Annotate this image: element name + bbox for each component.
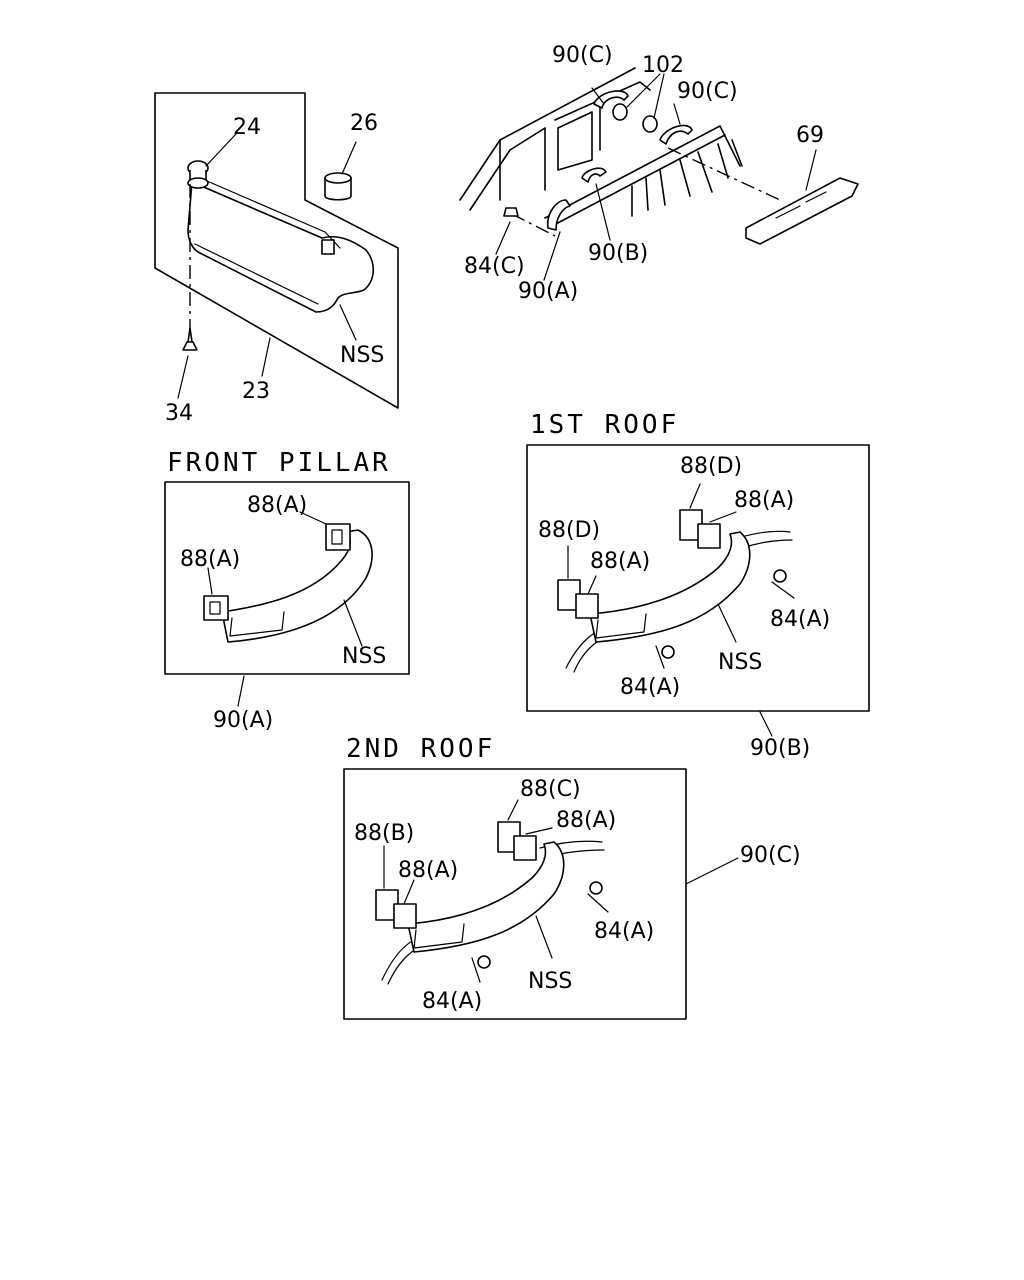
front-pillar-grab-handle <box>221 529 373 643</box>
second-roof-box <box>343 768 687 1020</box>
label-1r-88d-left: 88(D) <box>538 518 600 543</box>
label-fp-90a: 90(A) <box>213 708 273 733</box>
label-26: 26 <box>350 111 378 136</box>
roof-overview: 90(C) 102 90(C) 69 84(C) 90(B) 90(A) <box>459 43 859 304</box>
clip-88a-1r-right <box>697 523 721 549</box>
label-fp-88a-left: 88(A) <box>180 547 240 572</box>
first-roof-box <box>526 444 870 712</box>
visor-panel-outline <box>154 92 399 409</box>
label-1r-84a-right: 84(A) <box>770 607 830 632</box>
sun-visor-group: 24 26 34 23 NSS <box>154 92 399 426</box>
handle-90a <box>546 199 571 231</box>
second-roof-title: 2ND ROOF <box>346 734 495 764</box>
label-fp-88a-right: 88(A) <box>247 493 307 518</box>
handle-90c-1 <box>593 90 629 109</box>
clip-88a-right <box>325 523 351 551</box>
cap-102-b <box>642 115 658 133</box>
label-roof-90b: 90(B) <box>588 241 648 266</box>
label-1r-88a-left: 88(A) <box>590 549 650 574</box>
label-visor-nss: NSS <box>340 343 384 368</box>
bolt-84a-2r-bottom <box>477 955 491 969</box>
label-1r-nss: NSS <box>718 650 762 675</box>
visor-clip-24 <box>187 160 209 189</box>
label-1r-88a-right: 88(A) <box>734 488 794 513</box>
label-2r-nss: NSS <box>528 969 572 994</box>
label-1r-88d-right: 88(D) <box>680 454 742 479</box>
label-2r-84a-right: 84(A) <box>594 919 654 944</box>
label-23: 23 <box>242 379 270 404</box>
label-84c: 84(C) <box>464 254 525 279</box>
label-roof-90c-right: 90(C) <box>677 79 738 104</box>
visor-hinge <box>321 239 335 255</box>
second-roof-group: 2ND ROOF 88(B) 88(A) 88(C) 88(A) 84(A) N… <box>343 734 801 1020</box>
clip-88a-left <box>203 595 229 621</box>
bolt-84c <box>503 207 519 217</box>
label-2r-88b: 88(B) <box>354 821 414 846</box>
label-2r-88c: 88(C) <box>520 777 581 802</box>
sun-visor <box>187 181 375 313</box>
label-roof-90a: 90(A) <box>518 279 578 304</box>
front-pillar-group: FRONT PILLAR 88(A) 88(A) NSS 90(A) <box>164 448 410 733</box>
screw-34 <box>182 327 198 351</box>
label-34: 34 <box>165 401 193 426</box>
label-fp-nss: NSS <box>342 644 386 669</box>
bolt-84a-2r-right <box>589 881 603 895</box>
label-2r-88a-right: 88(A) <box>556 808 616 833</box>
clip-88a-2r-left <box>393 903 417 929</box>
visor-holder-26 <box>324 172 352 201</box>
label-roof-90c-left: 90(C) <box>552 43 613 68</box>
label-1r-84a-bottom: 84(A) <box>620 675 680 700</box>
roof-rail-69 <box>745 177 859 245</box>
front-pillar-box <box>164 481 410 675</box>
first-roof-group: 1ST ROOF 88(D) 88(A) 88(D) 88(A) 84(A) N… <box>526 410 870 761</box>
label-24: 24 <box>233 115 261 140</box>
label-2r-84a-bottom: 84(A) <box>422 989 482 1014</box>
label-102: 102 <box>642 53 684 78</box>
bolt-84a-1r-right <box>773 569 787 583</box>
first-roof-title: 1ST ROOF <box>530 410 679 440</box>
second-roof-grab-handle <box>407 841 565 953</box>
front-pillar-title: FRONT PILLAR <box>167 448 391 478</box>
clip-88a-1r-left <box>575 593 599 619</box>
cap-102-a <box>612 103 628 121</box>
label-2r-88a-left: 88(A) <box>398 858 458 883</box>
handle-90c-2 <box>659 124 693 145</box>
clip-88a-2r-right <box>513 835 537 861</box>
bolt-84a-1r-bottom <box>661 645 675 659</box>
handle-90b <box>581 167 607 183</box>
label-2r-90c: 90(C) <box>740 843 801 868</box>
first-roof-grab-handle <box>589 531 751 643</box>
label-69: 69 <box>796 123 824 148</box>
label-1r-90b: 90(B) <box>750 736 810 761</box>
